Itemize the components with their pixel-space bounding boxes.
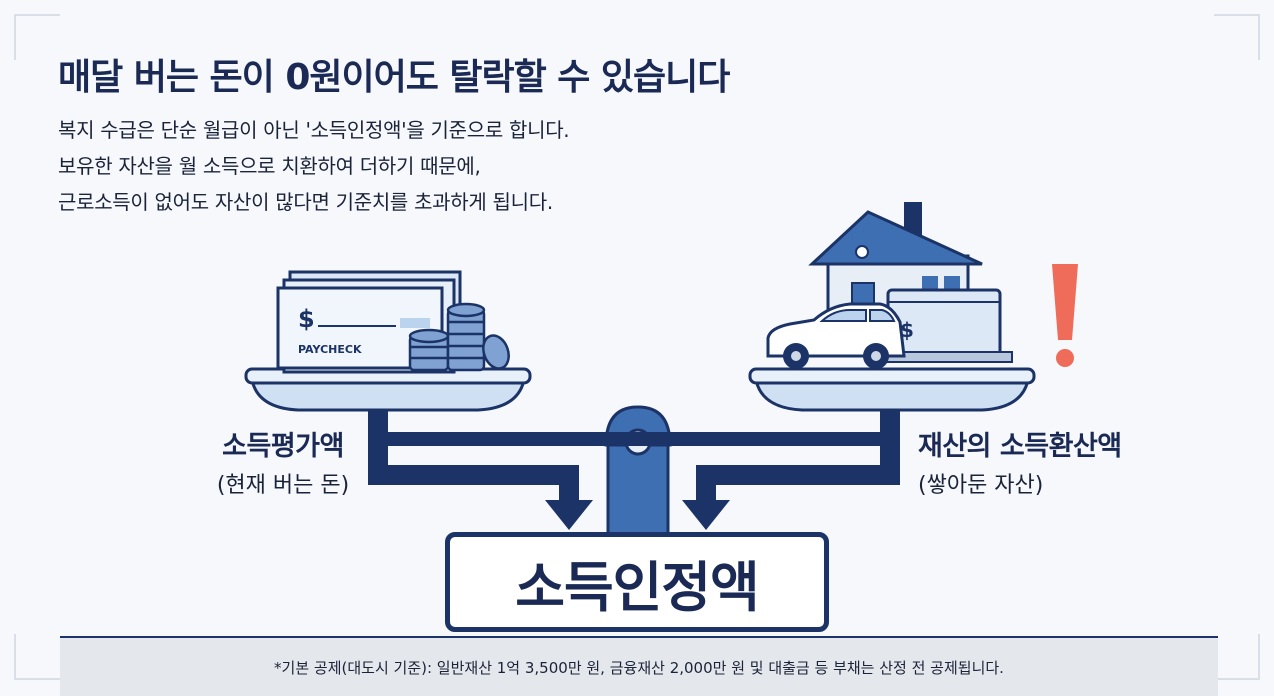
recognized-income-box: 소득인정액: [445, 532, 829, 632]
corner-decoration: [14, 14, 60, 60]
description-line: 보유한 자산을 월 소득으로 치환하여 더하기 때문에,: [58, 154, 481, 178]
income-evaluation-title: 소득평가액: [222, 431, 344, 462]
recognized-income-label: 소득인정액: [515, 555, 759, 619]
svg-text:$: $: [298, 305, 315, 333]
corner-decoration: [14, 634, 60, 680]
corner-decoration: [1214, 14, 1260, 60]
asset-conversion-label: 재산의 소득환산액 (쌓아둔 자산): [918, 424, 1158, 499]
description-line: 복지 수급은 단순 월급이 아닌 '소득인정액'을 기준으로 합니다.: [58, 118, 570, 142]
footnote-bar: *기본 공제(대도시 기준): 일반재산 1억 3,500만 원, 금융재산 2…: [60, 636, 1218, 696]
left-arrow: [368, 405, 593, 530]
scale-stand: [604, 405, 672, 536]
savings-icon: $: [875, 288, 1013, 363]
scale-beam: [378, 432, 896, 446]
svg-text:$: $: [900, 318, 914, 342]
income-evaluation-subtitle: (현재 버는 돈): [216, 473, 350, 498]
left-pan: [244, 367, 532, 412]
asset-conversion-subtitle: (쌓아둔 자산): [918, 473, 1044, 498]
right-pan: [748, 367, 1036, 412]
asset-conversion-title: 재산의 소득환산액: [918, 431, 1122, 462]
description-line: 근로소득이 없어도 자산이 많다면 기준치를 초과하게 됩니다.: [58, 190, 553, 214]
income-evaluation-label: 소득평가액 (현재 버는 돈): [198, 424, 368, 499]
page-title: 매달 버는 돈이 0원이어도 탈락할 수 있습니다: [58, 57, 730, 98]
alert-icon: [1052, 264, 1078, 367]
description: 복지 수급은 단순 월급이 아닌 '소득인정액'을 기준으로 합니다. 보유한 …: [58, 112, 570, 220]
corner-decoration: [1214, 634, 1260, 680]
footnote-text: *기본 공제(대도시 기준): 일반재산 1억 3,500만 원, 금융재산 2…: [274, 658, 1004, 677]
car-icon: [766, 302, 906, 369]
svg-text:PAYCHECK: PAYCHECK: [298, 343, 362, 356]
coins-icon: [408, 302, 510, 372]
right-arrow: [682, 405, 900, 530]
